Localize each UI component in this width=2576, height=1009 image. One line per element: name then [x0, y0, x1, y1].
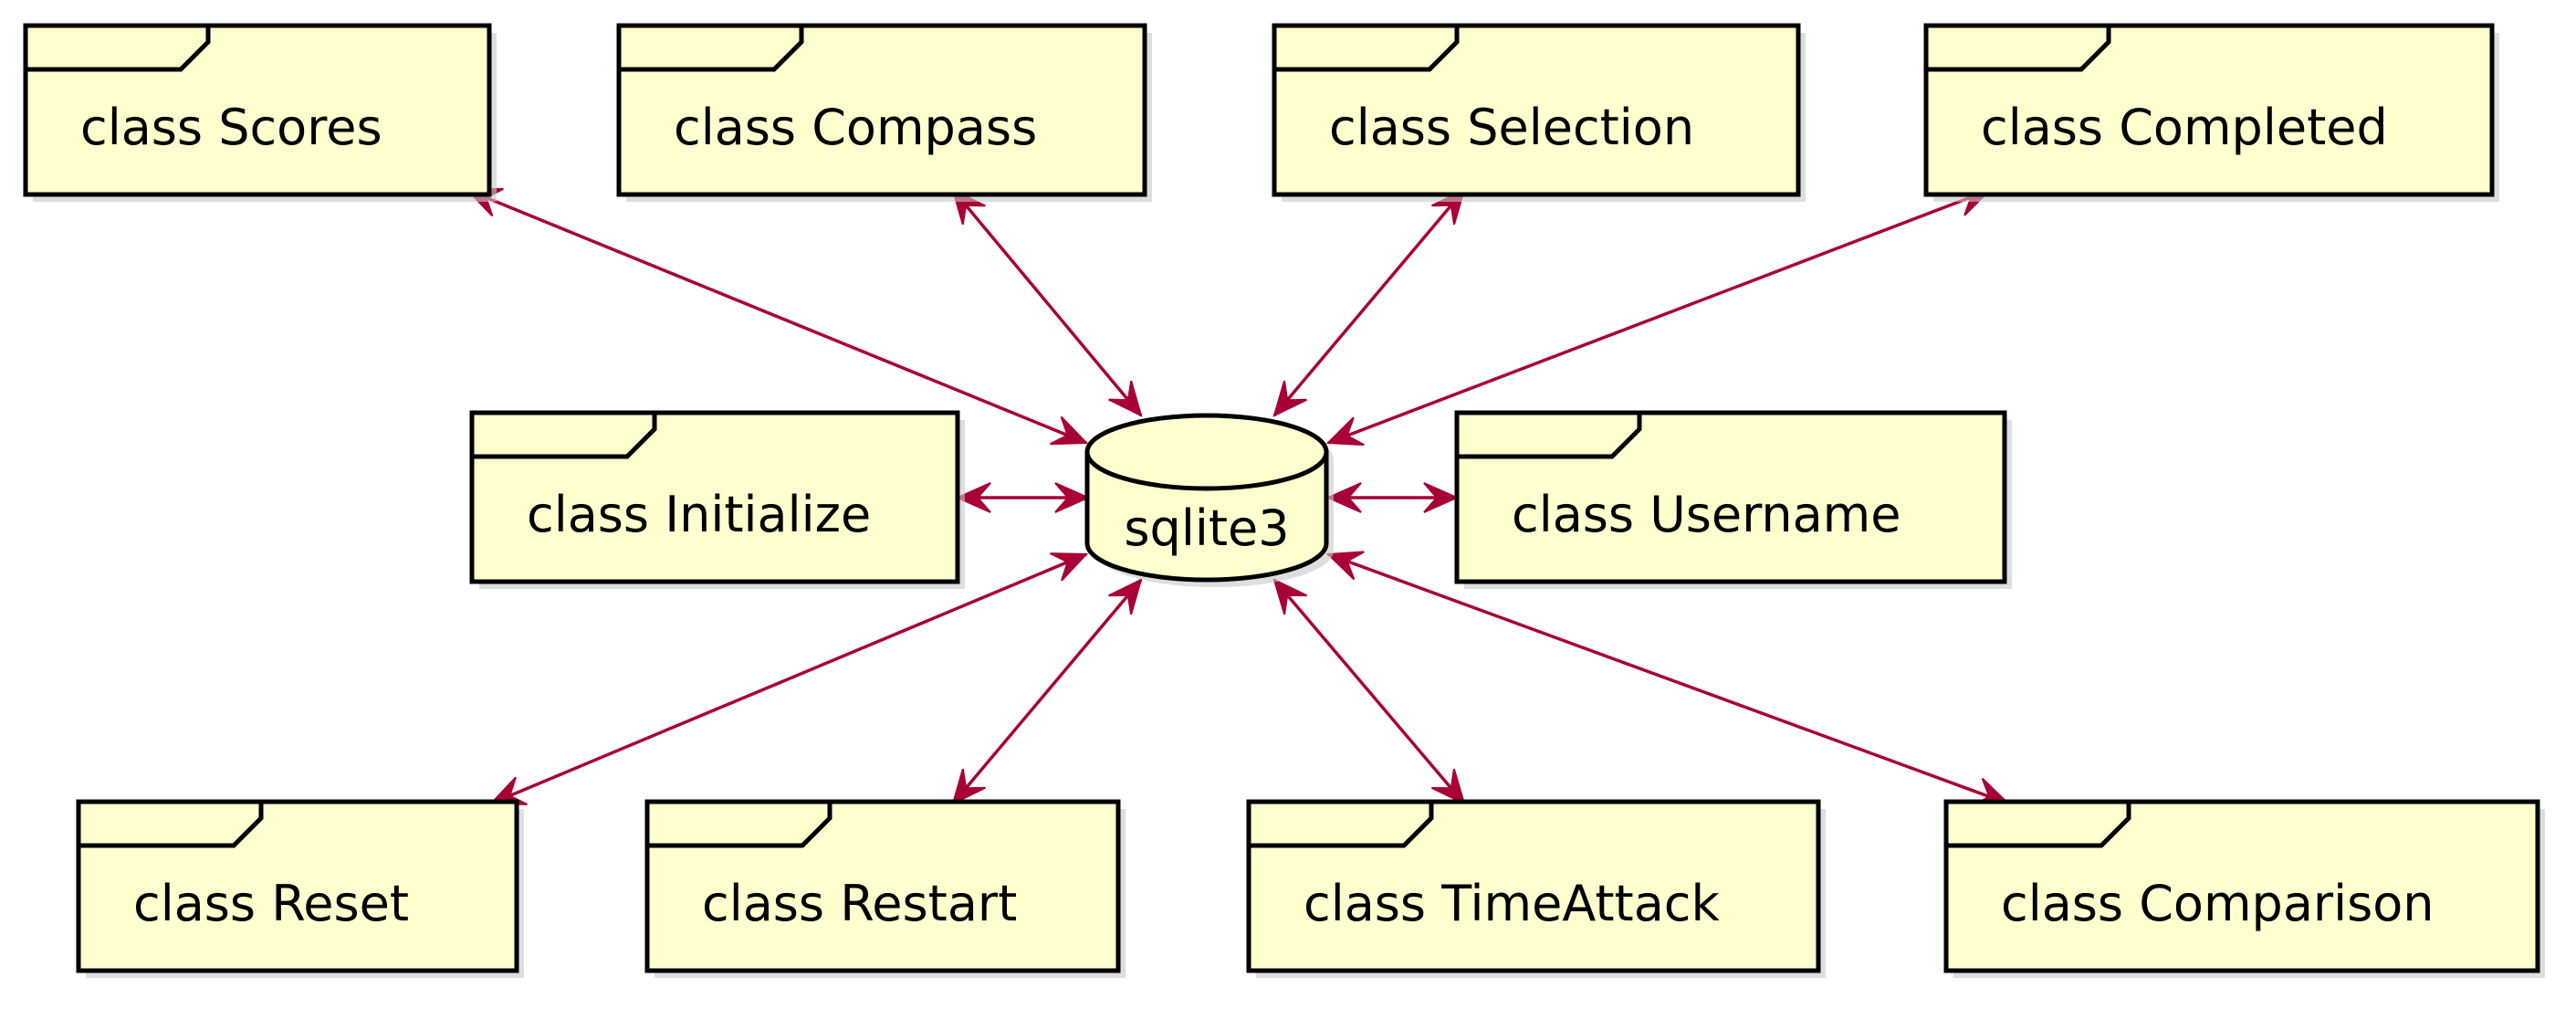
- frame-comparison: class Comparison: [1943, 799, 2545, 978]
- frame-tab: [1946, 802, 2131, 848]
- database-label: sqlite3: [1124, 499, 1289, 557]
- frame-tab: [647, 802, 832, 848]
- frame-label: class Selection: [1329, 99, 1694, 156]
- edge-line: [466, 188, 1087, 445]
- frame-label: class Compass: [674, 99, 1037, 156]
- arrowhead-icon: [1325, 416, 1365, 447]
- frame-label: class Reset: [133, 875, 409, 932]
- frame-tab: [1926, 26, 2111, 72]
- edge-sqlite3-initialize: [955, 482, 1091, 513]
- arrowhead-icon: [1272, 380, 1307, 417]
- edge-sqlite3-completed: [1325, 186, 1993, 447]
- frame-tab: [1457, 413, 1642, 459]
- frame-username: class Username: [1454, 410, 2012, 589]
- arrowhead-icon: [1325, 482, 1362, 513]
- frame-reset: class Reset: [76, 799, 524, 978]
- frame-box: [1923, 23, 2495, 197]
- frame-compass: class Compass: [616, 23, 1152, 202]
- frame-box: [1943, 799, 2540, 973]
- frame-box: [76, 799, 519, 973]
- edge-sqlite3-username: [1325, 482, 1460, 513]
- frame-tab: [79, 802, 264, 848]
- frame-initialize: class Initialize: [469, 410, 965, 589]
- edges-layer: [465, 186, 2011, 807]
- frame-tab: [1249, 802, 1434, 848]
- edge-sqlite3-comparison: [1325, 551, 2011, 807]
- arrowhead-icon: [1108, 380, 1143, 417]
- frame-tab: [1274, 26, 1460, 72]
- edge-sqlite3-timeattack: [1272, 578, 1466, 805]
- frame-box: [1454, 410, 2007, 584]
- frame-label: class TimeAttack: [1304, 875, 1720, 932]
- arrowhead-icon: [1050, 415, 1089, 446]
- frame-tab: [472, 413, 657, 459]
- frame-label: class Comparison: [2001, 875, 2435, 932]
- edge-sqlite3-compass: [951, 188, 1143, 417]
- database-sqlite3: sqlite3: [1084, 413, 1334, 587]
- frame-label: class Scores: [80, 99, 382, 156]
- arrowhead-icon: [1431, 768, 1466, 805]
- frame-box: [23, 23, 492, 197]
- database-body: [1084, 413, 1329, 583]
- arrowhead-icon: [1272, 578, 1307, 615]
- frame-label: class Completed: [1981, 99, 2388, 156]
- frame-timeattack: class TimeAttack: [1246, 799, 1826, 978]
- frame-tab: [619, 26, 804, 72]
- edge-line: [951, 578, 1143, 805]
- frame-label: class Username: [1512, 486, 1901, 543]
- arrowhead-icon: [1423, 482, 1460, 513]
- arrowhead-icon: [951, 768, 986, 805]
- frame-completed: class Completed: [1923, 23, 2499, 202]
- edge-sqlite3-reset: [488, 552, 1089, 805]
- arrowhead-icon: [1050, 552, 1089, 582]
- frame-restart: class Restart: [644, 799, 1126, 978]
- arrowhead-icon: [955, 482, 991, 513]
- frame-label: class Restart: [702, 875, 1017, 932]
- frame-selection: class Selection: [1272, 23, 1806, 202]
- frame-box: [469, 410, 960, 584]
- frame-label: class Initialize: [527, 486, 871, 543]
- frame-tab: [26, 26, 211, 72]
- frame-scores: class Scores: [23, 23, 497, 202]
- frame-box: [1246, 799, 1821, 973]
- arrowhead-icon: [1108, 578, 1143, 615]
- database-rim: [1084, 451, 1329, 491]
- edge-sqlite3-selection: [1272, 188, 1466, 417]
- edge-sqlite3-scores: [465, 187, 1089, 446]
- frame-box: [644, 799, 1121, 973]
- arrowhead-icon: [1325, 551, 1365, 581]
- arrowhead-icon: [1054, 482, 1091, 513]
- frame-box: [1272, 23, 1801, 197]
- frame-box: [616, 23, 1147, 197]
- edge-line: [490, 552, 1087, 805]
- edge-line: [1272, 578, 1466, 805]
- edge-line: [1327, 188, 1991, 445]
- edge-line: [1272, 188, 1466, 417]
- nodes-layer: class Scores class Compass class Selection…: [23, 23, 2545, 978]
- edge-line: [951, 188, 1143, 417]
- edge-line: [1327, 552, 2009, 805]
- edge-sqlite3-restart: [951, 578, 1143, 805]
